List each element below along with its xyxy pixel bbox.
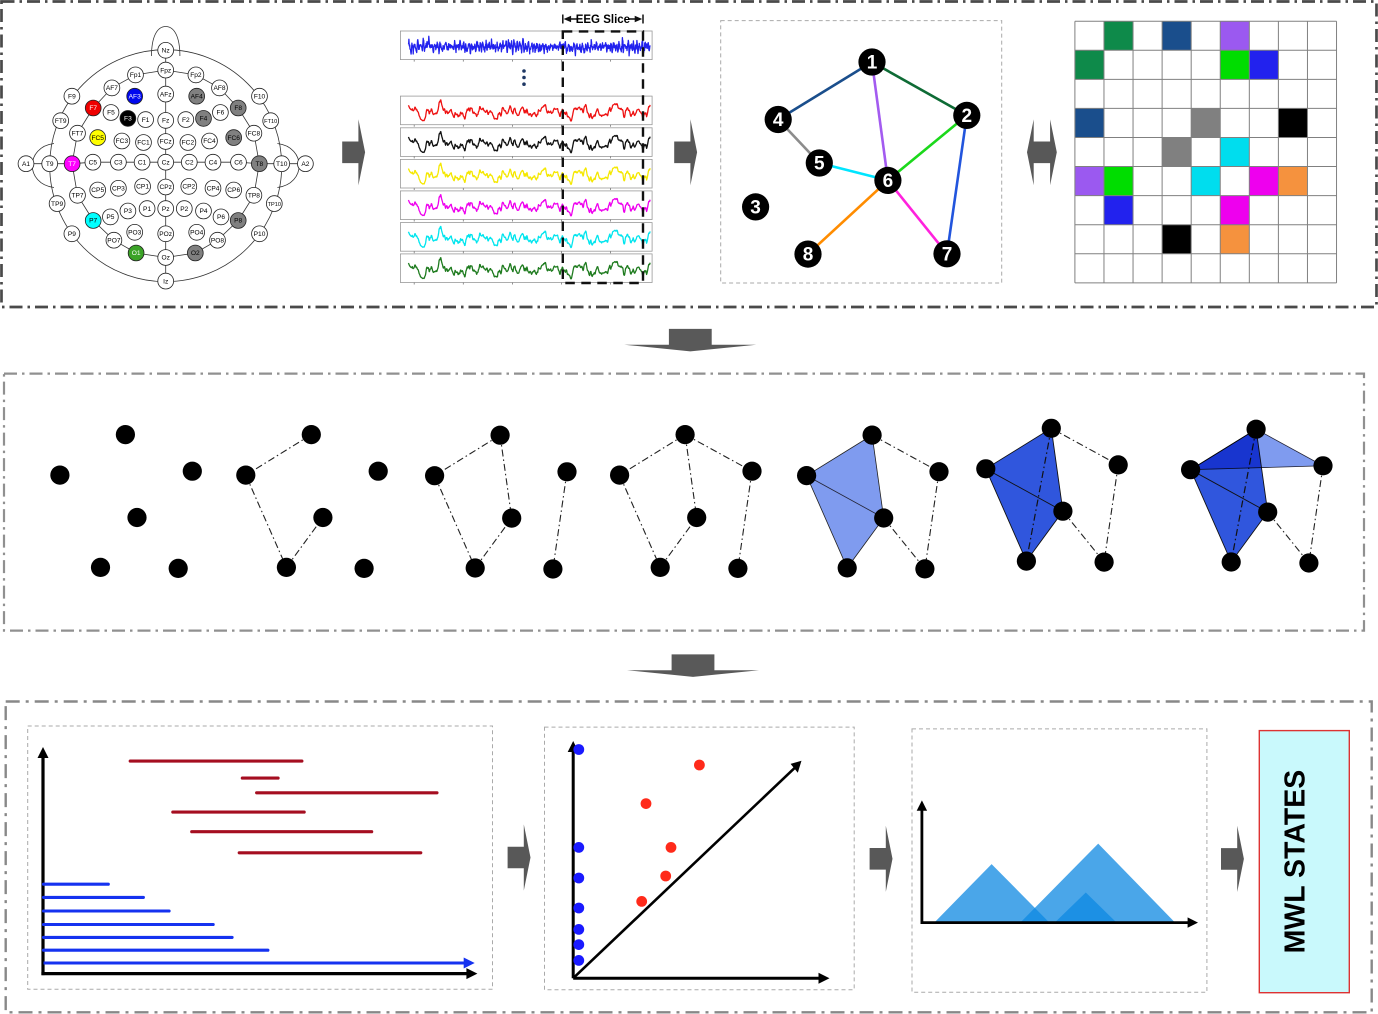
- svg-text:Fp2: Fp2: [190, 72, 202, 79]
- svg-text:PO3: PO3: [128, 230, 142, 237]
- svg-text:F7: F7: [89, 105, 97, 112]
- svg-text:T10: T10: [276, 161, 288, 168]
- svg-text:P8: P8: [234, 218, 242, 225]
- svg-text:AFz: AFz: [160, 91, 172, 98]
- svg-text:CP3: CP3: [112, 186, 125, 193]
- svg-text:P5: P5: [106, 214, 114, 221]
- svg-text:FC3: FC3: [116, 138, 129, 145]
- svg-text:F6: F6: [217, 110, 225, 117]
- svg-text:C2: C2: [185, 159, 194, 166]
- svg-text:AF7: AF7: [106, 85, 118, 92]
- svg-text:C6: C6: [234, 159, 243, 166]
- svg-text:C1: C1: [138, 159, 147, 166]
- svg-text:F3: F3: [124, 116, 132, 123]
- svg-text:EEG Slice: EEG Slice: [576, 14, 630, 26]
- svg-text:TP7: TP7: [71, 193, 83, 200]
- svg-text:8: 8: [803, 245, 814, 266]
- svg-text:C4: C4: [209, 159, 218, 166]
- svg-text:AF3: AF3: [129, 93, 141, 100]
- svg-text:C5: C5: [89, 159, 98, 166]
- svg-text:T9: T9: [46, 161, 54, 168]
- svg-text:F1: F1: [142, 117, 150, 124]
- svg-text:P4: P4: [199, 208, 207, 215]
- svg-text:P7: P7: [89, 218, 97, 225]
- svg-text:C3: C3: [114, 159, 123, 166]
- svg-text:F2: F2: [182, 117, 190, 124]
- svg-text:Oz: Oz: [161, 255, 169, 262]
- svg-text:FC5: FC5: [91, 135, 104, 142]
- svg-text:P2: P2: [180, 206, 188, 213]
- svg-text:O1: O1: [132, 250, 141, 257]
- svg-text:A1: A1: [22, 161, 30, 168]
- svg-text:Nz: Nz: [162, 48, 170, 55]
- svg-text:POz: POz: [159, 231, 172, 238]
- svg-text:A2: A2: [301, 161, 309, 168]
- svg-text:CPz: CPz: [159, 184, 171, 191]
- svg-text:P10: P10: [254, 231, 266, 238]
- svg-text:Iz: Iz: [163, 278, 168, 285]
- svg-text:AF8: AF8: [213, 85, 225, 92]
- svg-text:FC4: FC4: [203, 138, 216, 145]
- svg-text:PO4: PO4: [190, 230, 204, 237]
- svg-text:P6: P6: [217, 214, 225, 221]
- svg-text:4: 4: [773, 110, 784, 131]
- svg-text:PO7: PO7: [107, 237, 121, 244]
- svg-text:O2: O2: [191, 250, 200, 257]
- svg-text:P1: P1: [143, 206, 151, 213]
- svg-text:AF4: AF4: [191, 93, 203, 100]
- svg-text:3: 3: [750, 197, 761, 218]
- svg-text:F8: F8: [234, 105, 242, 112]
- svg-text:CP2: CP2: [182, 184, 195, 191]
- svg-text:2: 2: [962, 106, 973, 127]
- svg-text:6: 6: [883, 171, 894, 192]
- svg-text:FC1: FC1: [137, 140, 150, 147]
- svg-text:CP6: CP6: [227, 187, 240, 194]
- svg-text:F10: F10: [254, 93, 266, 100]
- svg-text:CP1: CP1: [136, 184, 149, 191]
- svg-text:Fpz: Fpz: [160, 67, 171, 74]
- svg-text:Fp1: Fp1: [130, 72, 142, 79]
- svg-text:CP5: CP5: [91, 187, 104, 194]
- svg-text:MWL STATES: MWL STATES: [1279, 770, 1311, 954]
- svg-text:TP9: TP9: [51, 201, 63, 208]
- svg-text:T7: T7: [68, 161, 76, 168]
- svg-text:FT7: FT7: [72, 130, 84, 137]
- svg-text:FCz: FCz: [160, 139, 172, 146]
- svg-text:FT9: FT9: [55, 118, 67, 125]
- svg-text:FC2: FC2: [182, 140, 195, 147]
- svg-text:CP4: CP4: [207, 186, 220, 193]
- svg-text:P3: P3: [124, 208, 132, 215]
- svg-text:1: 1: [867, 53, 878, 74]
- svg-text:F4: F4: [200, 116, 208, 123]
- svg-text:F5: F5: [107, 110, 115, 117]
- svg-text:PO8: PO8: [211, 237, 225, 244]
- svg-text:7: 7: [942, 244, 953, 265]
- svg-text:TP8: TP8: [248, 193, 260, 200]
- svg-text:P9: P9: [68, 231, 76, 238]
- svg-text:F9: F9: [68, 93, 76, 100]
- svg-text:FC6: FC6: [227, 135, 240, 142]
- svg-text:FT10: FT10: [264, 119, 277, 125]
- svg-text:T8: T8: [255, 161, 263, 168]
- svg-text:Fz: Fz: [162, 118, 169, 125]
- svg-text:Pz: Pz: [162, 206, 170, 213]
- svg-text:Cz: Cz: [162, 159, 170, 166]
- svg-text:5: 5: [814, 154, 825, 175]
- svg-text:FC8: FC8: [248, 130, 261, 137]
- svg-text:TP10: TP10: [268, 202, 281, 208]
